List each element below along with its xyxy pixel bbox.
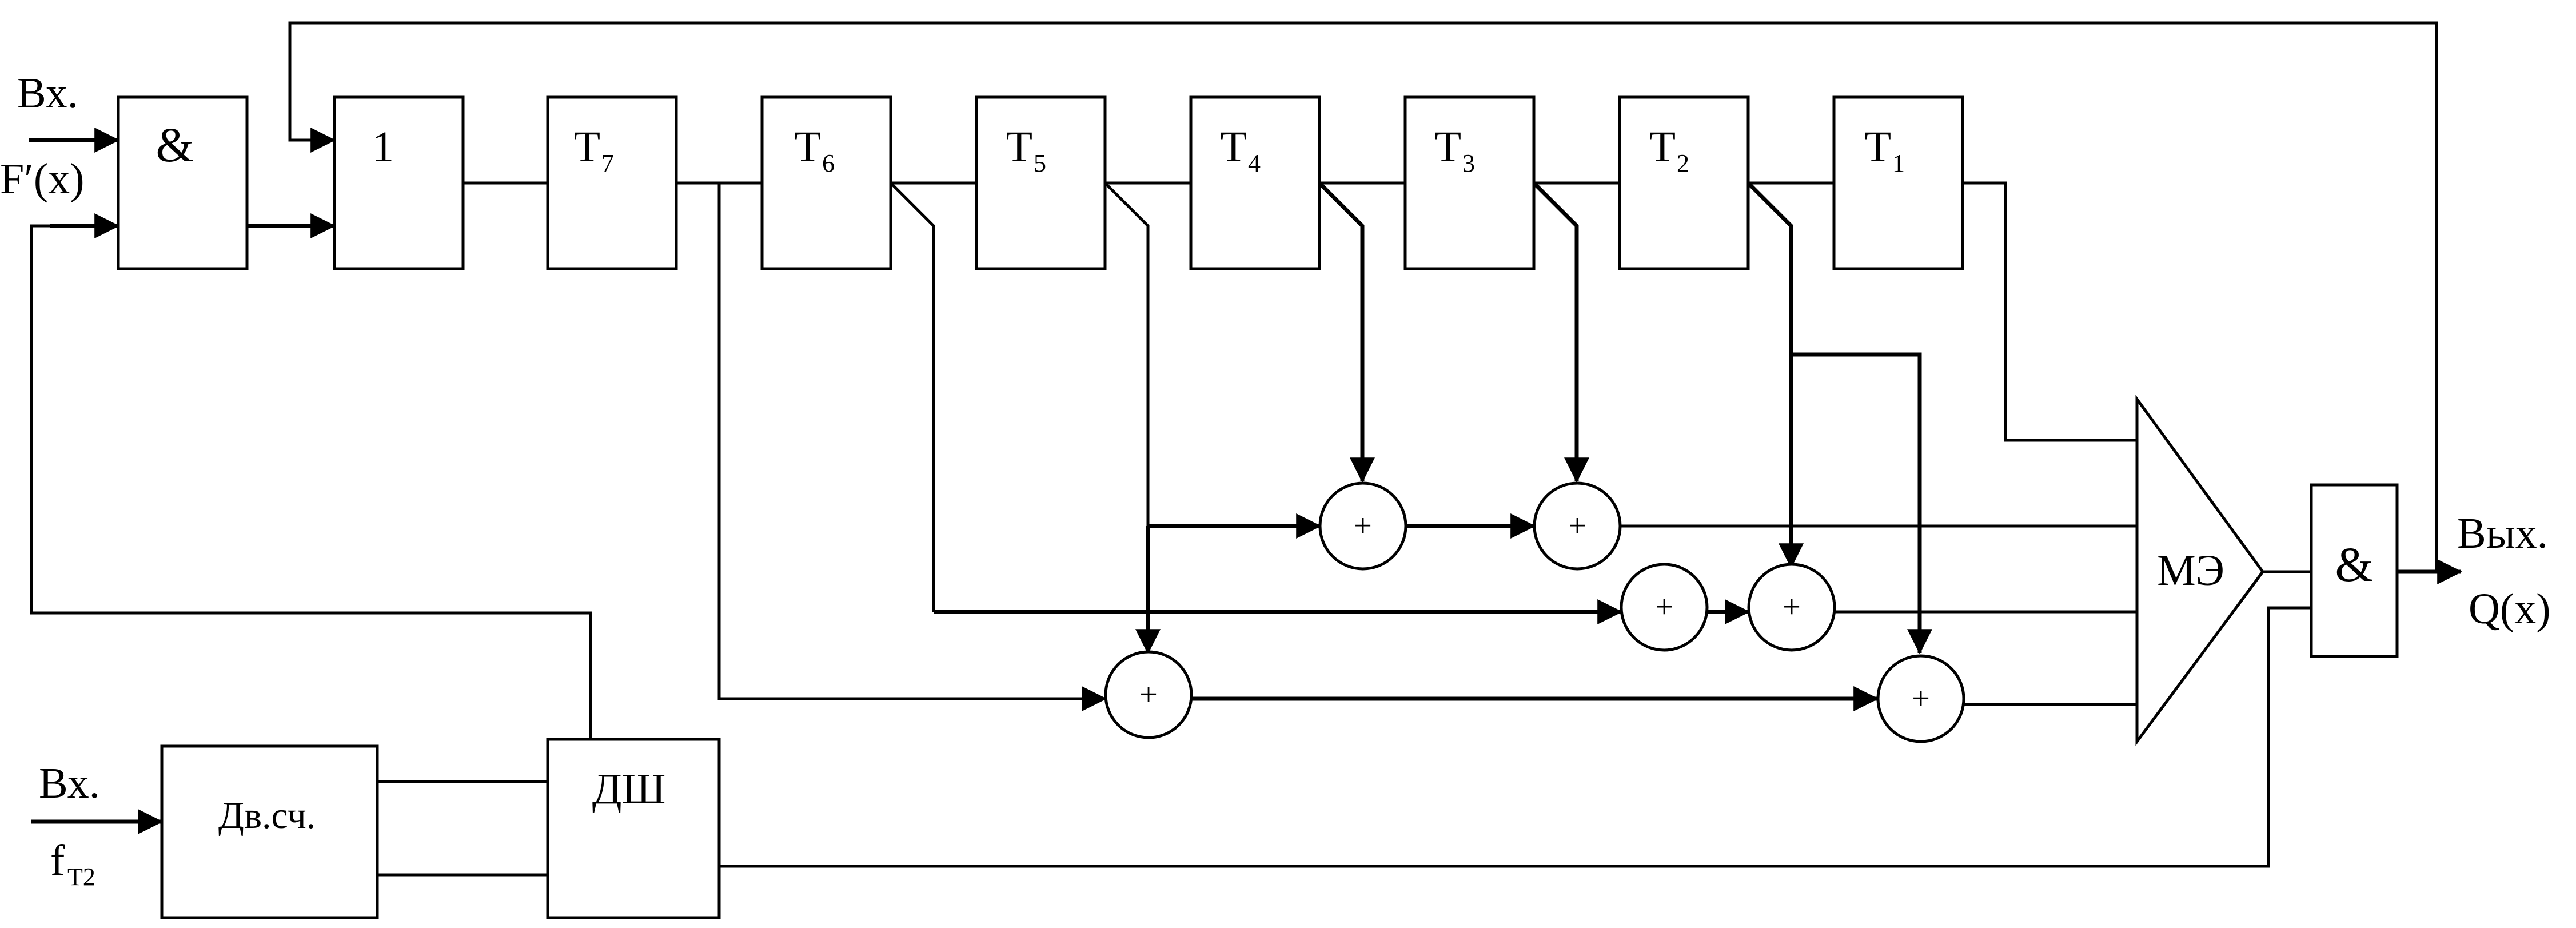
- majority-element: МЭ: [2135, 395, 2265, 746]
- flipflop-t3-name: T: [1435, 123, 1461, 171]
- flipflop-t2: T 2: [1618, 95, 1750, 270]
- flipflop-t6-index: 6: [822, 149, 835, 177]
- flipflop-t5-index: 5: [1034, 149, 1046, 177]
- and-gate-1-symbol: &: [156, 117, 194, 172]
- flipflop-t6: T 6: [760, 95, 892, 270]
- q2-to-xorB-wire: [1791, 352, 1932, 655]
- flipflop-t7-index: 7: [601, 149, 614, 177]
- wires: [29, 21, 2463, 877]
- decoder-to-and1-wire: [30, 224, 592, 739]
- q5-tap-wire: [1104, 182, 1150, 526]
- flipflop-t2-index: 2: [1677, 149, 1689, 177]
- xor-symbol: +: [1139, 677, 1158, 712]
- xor-symbol: +: [1912, 681, 1930, 716]
- xor-gate: +: [1318, 481, 1407, 571]
- and-gate-2-symbol: &: [2335, 537, 2374, 592]
- flipflop-t3: T 3: [1403, 95, 1536, 270]
- flipflop-t4-index: 4: [1248, 149, 1261, 177]
- flipflop-t4: T 4: [1189, 95, 1321, 270]
- binary-counter: Дв.сч.: [160, 744, 379, 919]
- q3-to-xorD-wire: [1532, 181, 1589, 483]
- xor-gates: + + + + + +: [1104, 481, 1965, 743]
- q2-to-xorF-wire: [1746, 181, 1804, 569]
- xor-symbol: +: [1655, 590, 1673, 625]
- t1-to-majority-wire: [1963, 181, 2137, 442]
- flipflop-t7-name: T: [574, 123, 600, 171]
- flipflop-t1-name: T: [1865, 123, 1891, 171]
- flipflop-t5: T 5: [975, 95, 1107, 270]
- xor-symbol: +: [1568, 508, 1586, 544]
- q6-tap-wire: [890, 182, 935, 612]
- flipflop-t7: T 7: [546, 95, 678, 270]
- input-clock-signal: f: [50, 837, 65, 885]
- majority-element-label: МЭ: [2157, 547, 2224, 595]
- xor-symbol: +: [1354, 508, 1372, 544]
- flipflop-t3-index: 3: [1462, 149, 1475, 177]
- decoder-label: ДШ: [592, 765, 666, 813]
- xor-gate: +: [1876, 654, 1965, 743]
- feedback-wire: [288, 21, 2438, 572]
- input-data-labels: Вх. F′(x): [0, 69, 85, 203]
- flipflop-t6-name: T: [795, 123, 821, 171]
- flipflop-t5-name: T: [1006, 123, 1032, 171]
- decoder-to-and2-wire: [719, 606, 2311, 868]
- xor-gate: +: [1533, 481, 1622, 571]
- input-clock-label: Вх.: [39, 759, 100, 807]
- flipflop-t1: T 1: [1832, 95, 1964, 270]
- output-label: Вых.: [2457, 509, 2548, 557]
- and-gate-2: &: [2310, 483, 2399, 658]
- xor-symbol: +: [1783, 590, 1801, 625]
- output-labels: Вых. Q(x): [2457, 509, 2551, 633]
- output-signal: Q(x): [2469, 585, 2551, 633]
- xor-gate: +: [1104, 650, 1193, 739]
- xor-gate: +: [1747, 563, 1836, 652]
- input-clock-labels: Вх. f Т2: [39, 759, 100, 891]
- binary-counter-label: Дв.сч.: [218, 795, 316, 837]
- input-data-label: Вх.: [17, 69, 78, 117]
- input-data-signal: F′(x): [0, 155, 85, 203]
- xor-gate: +: [1620, 563, 1709, 652]
- or-gate-symbol: 1: [372, 123, 394, 171]
- q7-to-xorA-wire: [717, 183, 1107, 711]
- flipflop-t4-name: T: [1221, 123, 1247, 171]
- or-gate: 1: [333, 95, 465, 270]
- decoder: ДШ: [546, 738, 721, 919]
- q4-to-xorC-wire: [1318, 181, 1375, 483]
- and-gate-1: &: [117, 95, 249, 270]
- flipflop-t1-index: 1: [1892, 149, 1905, 177]
- input-clock-signal-sub: Т2: [67, 863, 95, 891]
- flipflop-t2-name: T: [1649, 123, 1676, 171]
